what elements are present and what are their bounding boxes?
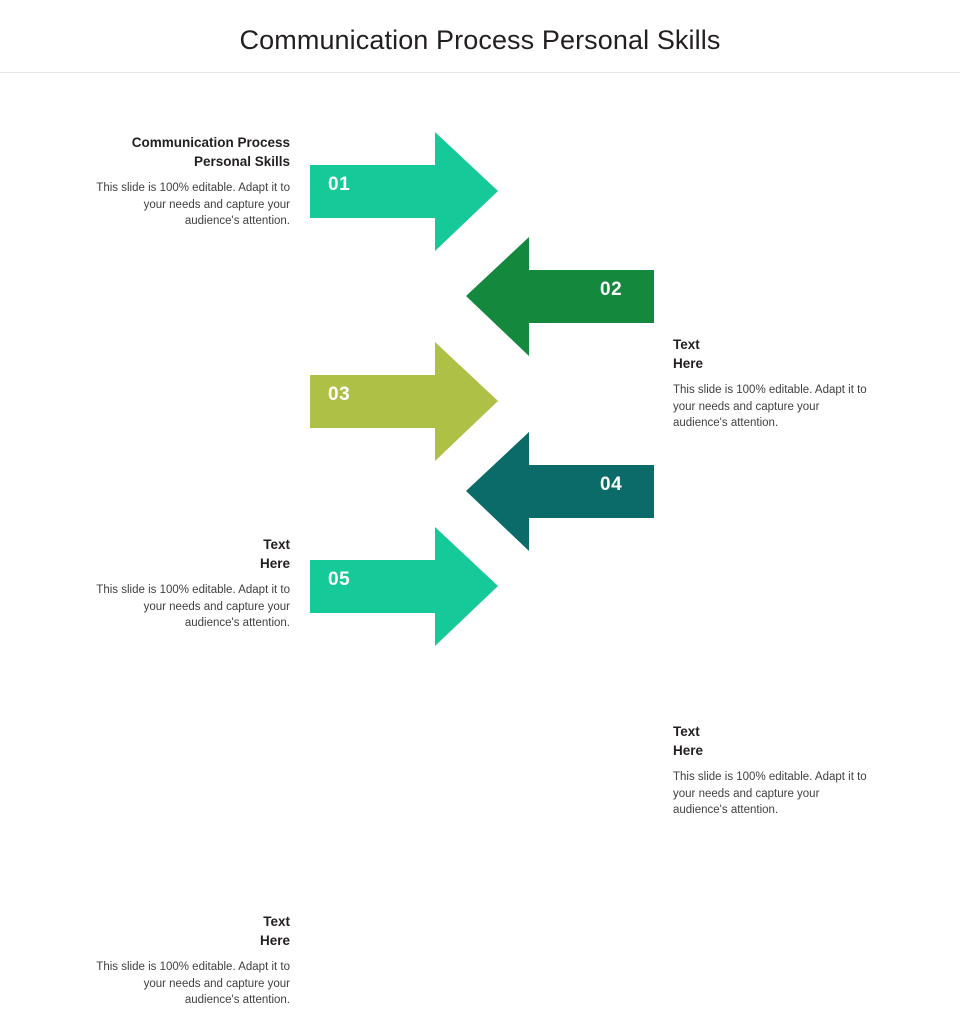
step-heading: Communication Process Personal Skills	[131, 135, 290, 169]
step-number: 02	[600, 279, 623, 300]
arrow-shape	[310, 132, 498, 251]
step-number: 04	[600, 474, 623, 495]
arrow-shape	[310, 342, 498, 461]
step-body-text: This slide is 100% editable. Adapt it to…	[96, 584, 290, 629]
step-body-text: This slide is 100% editable. Adapt it to…	[96, 182, 290, 227]
arrow-shape	[466, 237, 654, 356]
step-heading: Text Here	[673, 724, 704, 758]
step-body-text: This slide is 100% editable. Adapt it to…	[673, 384, 867, 429]
step-number: 01	[328, 174, 351, 195]
step-body-text: This slide is 100% editable. Adapt it to…	[673, 771, 867, 816]
arrow-left-icon[interactable]: 04	[466, 425, 666, 555]
arrow-right-icon[interactable]: 01	[310, 125, 510, 255]
arrow-shape	[466, 432, 654, 551]
arrow-right-icon[interactable]: 05	[310, 520, 510, 650]
step-heading: Text Here	[673, 337, 704, 371]
step-heading: Text Here	[259, 537, 290, 571]
slide-header: Communication Process Personal Skills	[0, 0, 960, 73]
arrow-left-icon[interactable]: 02	[466, 230, 666, 360]
step-heading: Text Here	[259, 914, 290, 948]
step-number: 05	[328, 569, 351, 590]
page-title: Communication Process Personal Skills	[239, 25, 721, 55]
arrow-shape	[310, 527, 498, 646]
step-body-text: This slide is 100% editable. Adapt it to…	[96, 961, 290, 1006]
arrow-right-icon[interactable]: 03	[310, 335, 510, 465]
step-number: 03	[328, 384, 351, 405]
